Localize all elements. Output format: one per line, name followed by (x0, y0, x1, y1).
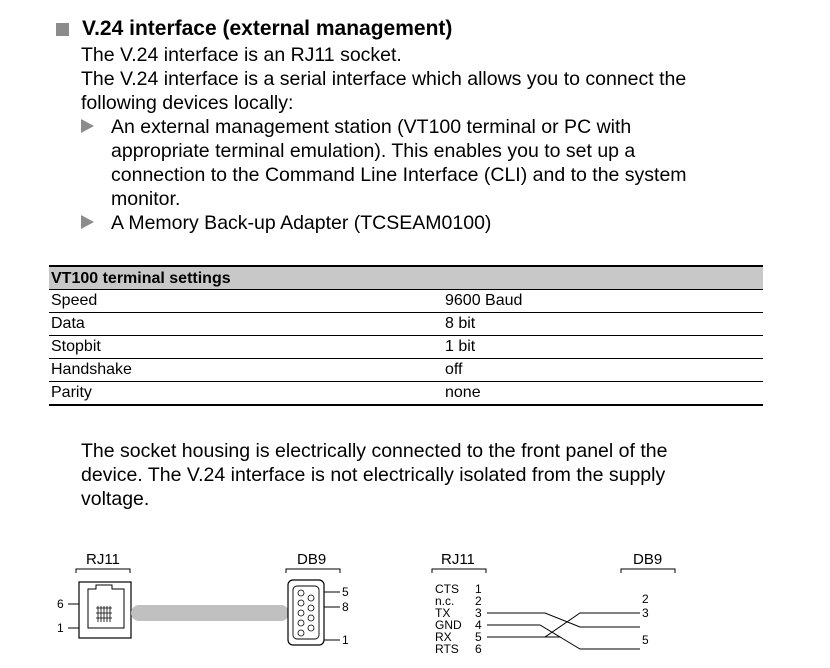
setting-value: 1 bit (445, 335, 763, 359)
note-line-3: voltage. (81, 488, 150, 510)
setting-label: Speed (49, 289, 445, 313)
intro-paragraph-1: The V.24 interface is an RJ11 socket. (81, 44, 402, 66)
db9-pinout-label: DB9 (633, 551, 662, 568)
triangle-bullet-icon (81, 119, 94, 133)
db9-connector-icon (287, 579, 325, 646)
signal-rx: RX (435, 630, 452, 644)
heading-square-icon (56, 23, 69, 36)
note-line-2: device. The V.24 interface is not electr… (81, 464, 666, 486)
pin-number: 1 (475, 582, 482, 596)
triangle-bullet-icon (81, 215, 94, 229)
db9-bracket (285, 568, 341, 573)
rj11-pin-1: 1 (57, 621, 64, 635)
signal-rts: RTS (435, 642, 459, 656)
db9-pin-8: 8 (342, 600, 349, 614)
db9-pin-number: 3 (642, 606, 649, 620)
bullet-line: A Memory Back-up Adapter (TCSEAM0100) (111, 212, 492, 234)
setting-value: 8 bit (445, 312, 763, 336)
rj11-pinout-label: RJ11 (441, 551, 475, 568)
note-line-1: The socket housing is electrically conne… (81, 440, 668, 462)
rj11-bracket (75, 568, 131, 573)
pinout-wires (487, 612, 640, 650)
rj11-pin-numbers: 1 2 3 4 5 6 (475, 582, 482, 656)
pin-number: 3 (475, 606, 482, 620)
signal-nc: n.c. (435, 594, 454, 608)
bullet-line: connection to the Command Line Interface… (111, 164, 687, 186)
signal-tx: TX (435, 606, 450, 620)
setting-label: Parity (49, 381, 445, 406)
setting-value: off (445, 358, 763, 382)
intro-paragraph-2-line-1: The V.24 interface is a serial interface… (81, 68, 687, 90)
db9-pin-number: 5 (642, 633, 649, 647)
section-title: V.24 interface (external management) (82, 17, 453, 40)
pin-number: 4 (475, 618, 482, 632)
pin-number: 6 (475, 642, 482, 656)
bullet-line: monitor. (111, 188, 181, 210)
setting-value: none (445, 381, 763, 406)
signal-gnd: GND (435, 618, 462, 632)
db9-pin-5: 5 (342, 585, 349, 599)
setting-label: Data (49, 312, 445, 336)
db9-pin-number: 2 (642, 592, 649, 606)
rj11-pin-6: 6 (57, 597, 64, 611)
signal-cts: CTS (435, 582, 459, 596)
intro-paragraph-2-line-2: following devices locally: (81, 92, 294, 114)
rj11-socket-icon (78, 581, 132, 639)
setting-value: 9600 Baud (445, 289, 763, 313)
bullet-line: appropriate terminal emulation). This en… (111, 140, 636, 162)
table-header: VT100 terminal settings (49, 265, 763, 290)
wiring-diagram: RJ11 6 1 DB9 5 8 1 RJ11 DB9 CTS n.c. TX (57, 551, 676, 656)
db9-label: DB9 (297, 551, 326, 568)
rj11-label: RJ11 (86, 551, 120, 568)
setting-label: Stopbit (49, 335, 445, 359)
setting-label: Handshake (49, 358, 445, 382)
pin-number: 2 (475, 594, 482, 608)
pin-number: 5 (475, 630, 482, 644)
db9-pin-1: 1 (342, 633, 349, 647)
bullet-line: An external management station (VT100 te… (111, 116, 632, 138)
db9-pin-numbers: 2 3 5 (642, 592, 649, 647)
rj11-signal-list: CTS n.c. TX GND RX RTS (435, 582, 462, 656)
